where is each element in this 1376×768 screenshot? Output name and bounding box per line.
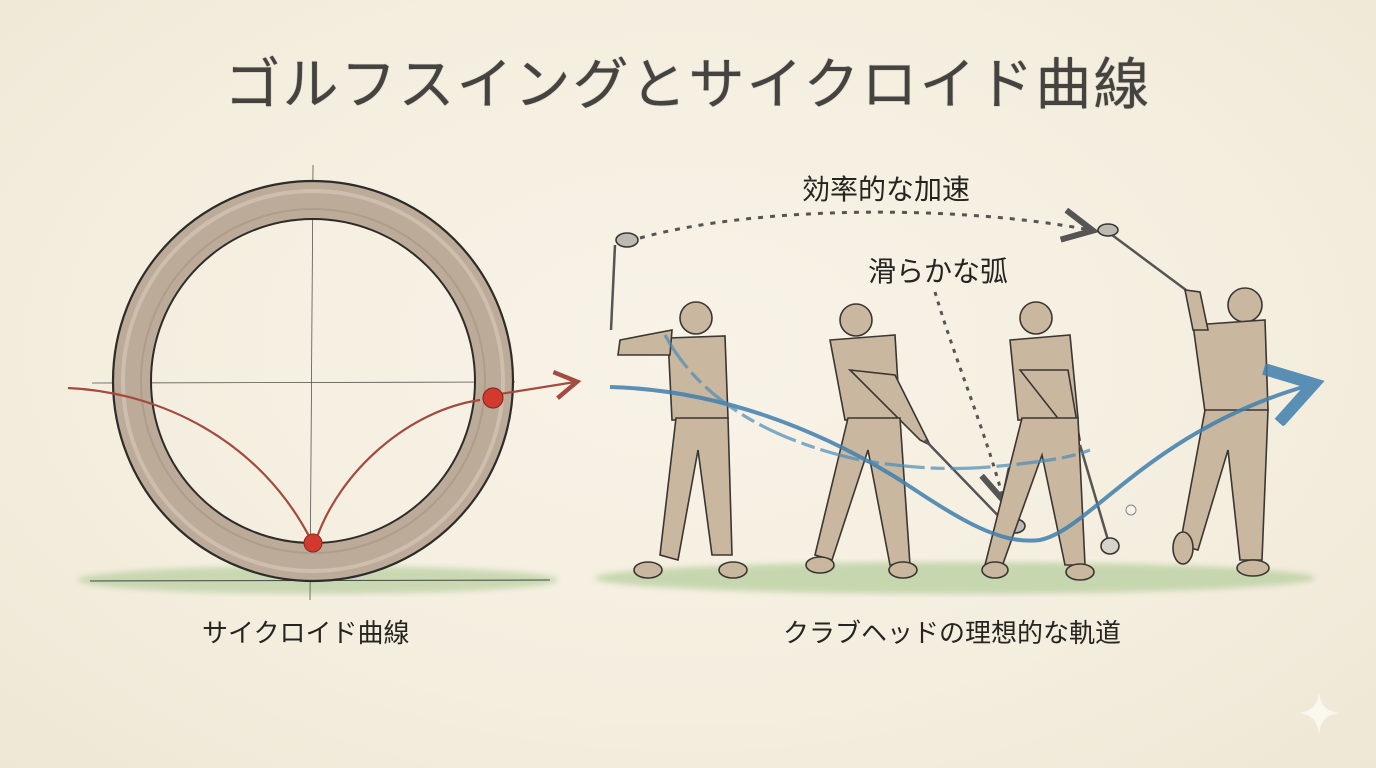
- page-title: ゴルフスイングとサイクロイド曲線: [224, 53, 1152, 118]
- golfer-downswing: [805, 303, 1026, 579]
- swing-plane-curve: [663, 334, 1091, 471]
- cycloid-curve: [67, 386, 312, 541]
- rolling-wheel: [113, 181, 513, 581]
- clubhead-trajectory: [609, 385, 1310, 543]
- golf-swing-diagram: [595, 207, 1315, 594]
- arc-pointer-arrow: [933, 291, 1014, 508]
- golfer-impact: [981, 301, 1137, 581]
- cycloid-diagram: [67, 164, 582, 601]
- golfer-follow-through: [1097, 223, 1270, 577]
- acceleration-annotation: 効率的な加速: [802, 173, 971, 206]
- sparkle-icon: [1298, 692, 1340, 734]
- trajectory-caption: クラブヘッドの理想的な軌道: [783, 619, 1122, 649]
- acceleration-arrow: [639, 207, 1100, 243]
- direction-arrow-icon: [499, 370, 582, 400]
- smooth-arc-annotation: 滑らかな弧: [868, 255, 1009, 288]
- current-point-dot: [482, 387, 504, 409]
- ground: [595, 562, 1315, 594]
- cycloid-caption: サイクロイド曲線: [202, 619, 410, 649]
- start-point-dot: [303, 533, 323, 553]
